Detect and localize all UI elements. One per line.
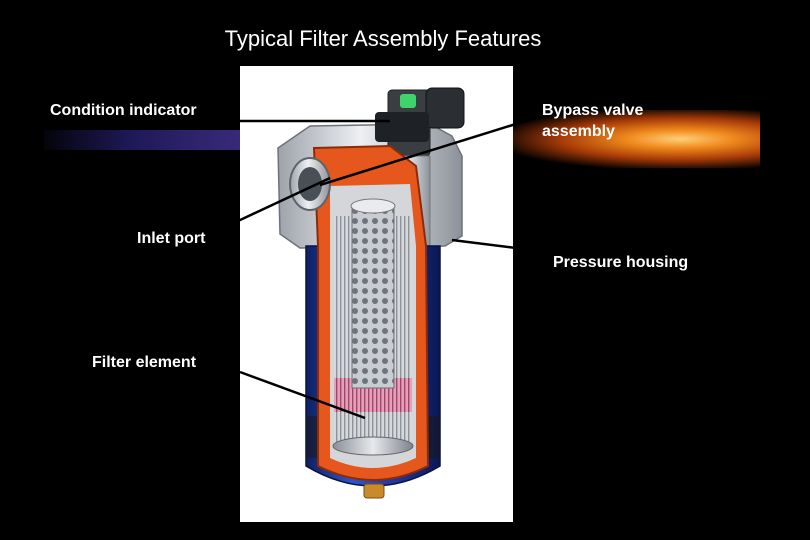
indicator-cap bbox=[375, 112, 429, 142]
label-filter-element: Filter element bbox=[92, 354, 197, 371]
electrical-connector bbox=[425, 87, 465, 129]
inlet-port-bore bbox=[298, 167, 322, 201]
element-bottom-cap bbox=[332, 436, 414, 456]
filter-cutaway-drawing bbox=[277, 87, 465, 499]
drain-plug bbox=[363, 483, 385, 499]
decorative-band-left bbox=[44, 130, 244, 150]
element-top-cap bbox=[350, 198, 396, 214]
filter-assembly-illustration bbox=[240, 66, 513, 522]
leader-pressure-housing bbox=[451, 238, 549, 254]
slide-title: Typical Filter Assembly Features bbox=[224, 26, 542, 51]
label-bypass-valve: Bypass valve assembly bbox=[542, 102, 644, 140]
label-pressure-housing: Pressure housing bbox=[553, 254, 689, 271]
indicator-light bbox=[400, 94, 416, 108]
leader-filter-element bbox=[239, 370, 366, 420]
leader-inlet-port bbox=[237, 176, 331, 223]
label-inlet-port: Inlet port bbox=[137, 230, 206, 247]
label-condition-indicator: Condition indicator bbox=[50, 102, 197, 119]
leader-bypass-valve bbox=[319, 116, 536, 187]
decorative-glow-right bbox=[510, 110, 760, 168]
